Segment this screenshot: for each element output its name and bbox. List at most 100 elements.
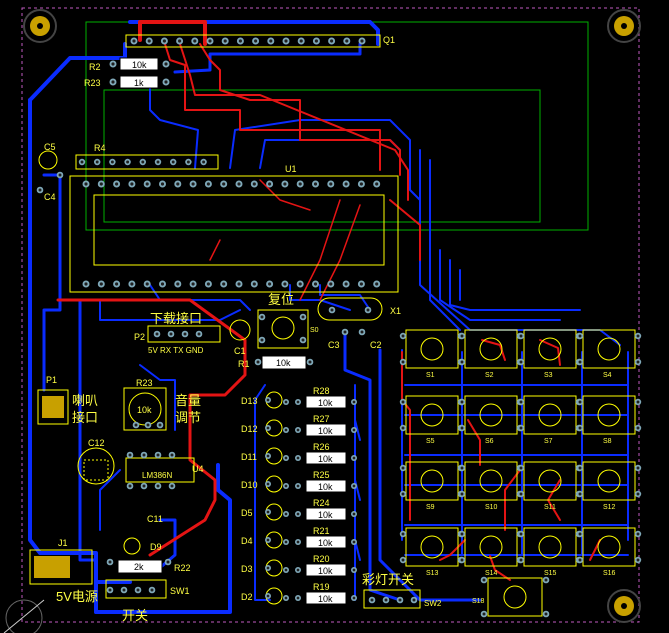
pad (235, 180, 243, 188)
pad (327, 180, 335, 188)
pad (634, 556, 642, 564)
pad (170, 158, 177, 166)
pad (266, 280, 274, 288)
resistor-label: R19 (313, 582, 330, 592)
pad (124, 158, 131, 166)
pot-outline[interactable] (123, 387, 167, 431)
sw2-outline[interactable] (363, 589, 421, 609)
reset-switch-outline[interactable] (257, 309, 309, 349)
pad (220, 180, 228, 188)
pad (109, 158, 116, 166)
pad (168, 451, 176, 459)
pad (351, 539, 357, 545)
resistor-label: R21 (313, 526, 330, 536)
pad (295, 483, 301, 489)
key-switch[interactable]: S12 (576, 461, 642, 511)
pad (342, 280, 350, 288)
pad (106, 586, 114, 594)
resistor-label: R28 (313, 386, 330, 396)
mount-hole-top-left (23, 9, 57, 43)
key-switch[interactable]: S11 (517, 461, 583, 511)
volume-label: 音量 (175, 393, 201, 408)
pad (351, 567, 357, 573)
pad (140, 482, 148, 490)
pad (312, 180, 319, 188)
key-label: S5 (426, 438, 435, 445)
pad (368, 596, 376, 604)
c1-label: C1 (234, 346, 246, 356)
pad (299, 336, 307, 344)
key-switch[interactable]: S7 (517, 395, 583, 445)
pad (480, 576, 488, 584)
key-switch[interactable]: S3 (517, 329, 583, 379)
pad (382, 596, 390, 604)
pad (399, 490, 407, 498)
pad (517, 556, 525, 564)
key-switch[interactable]: S16 (576, 527, 642, 577)
key-switch[interactable]: S13 (399, 527, 465, 577)
resistor-value: 10k (318, 454, 333, 464)
s18-outline[interactable] (487, 577, 543, 617)
r23-value: 1k (134, 78, 144, 88)
j1-outline (29, 549, 93, 585)
lcd-window (103, 89, 541, 223)
c12-outline (77, 447, 115, 485)
c2-label: C2 (370, 340, 382, 350)
pad (283, 455, 289, 461)
pad (399, 464, 407, 472)
sw1-outline[interactable] (105, 579, 167, 599)
key-switch[interactable]: S4 (576, 329, 642, 379)
resistor-label: R27 (313, 414, 330, 424)
key-label: S14 (485, 570, 498, 577)
key-switch[interactable]: S8 (576, 395, 642, 445)
bottom-copper-traces (28, 20, 629, 614)
d9-label: D9 (150, 542, 162, 552)
pad (113, 280, 121, 288)
pad (145, 37, 153, 45)
pad (176, 37, 184, 45)
pad (542, 610, 550, 618)
pad (283, 595, 289, 601)
pad (576, 358, 584, 366)
key-label: S12 (603, 504, 616, 511)
key-switch[interactable]: S14 (458, 527, 524, 577)
pad (126, 451, 134, 459)
pad (399, 530, 407, 538)
r22-value: 2k (134, 562, 144, 572)
pad (143, 180, 151, 188)
key-switch[interactable]: S1 (399, 329, 465, 379)
pad (295, 539, 301, 545)
pad (480, 610, 488, 618)
key-switch[interactable]: S2 (458, 329, 524, 379)
pad (328, 37, 336, 45)
pad (542, 576, 550, 584)
pad (159, 280, 166, 288)
pad (351, 511, 357, 517)
pad (576, 464, 584, 472)
pad (154, 482, 162, 490)
pad (120, 586, 128, 594)
pad (140, 451, 148, 459)
p2-pins-label: 5V RX TX GND (148, 346, 204, 355)
pad (458, 332, 466, 340)
pad (168, 482, 176, 490)
resistor-value: 10k (318, 510, 333, 520)
pad (281, 180, 289, 188)
pad (191, 37, 199, 45)
sw1-label: SW1 (170, 586, 190, 596)
key-switch[interactable]: S15 (517, 527, 583, 577)
pad (78, 158, 86, 166)
switch-label: 开关 (122, 608, 148, 623)
led-label: D4 (241, 536, 253, 546)
pad (181, 330, 189, 338)
pad (148, 586, 156, 594)
pad (154, 158, 162, 166)
port-label: 接口 (72, 410, 98, 425)
j1-label: J1 (58, 538, 68, 548)
key-switch[interactable]: S10 (458, 461, 524, 511)
pad (265, 425, 271, 431)
c5-label: C5 (44, 142, 56, 152)
pad (297, 37, 305, 45)
